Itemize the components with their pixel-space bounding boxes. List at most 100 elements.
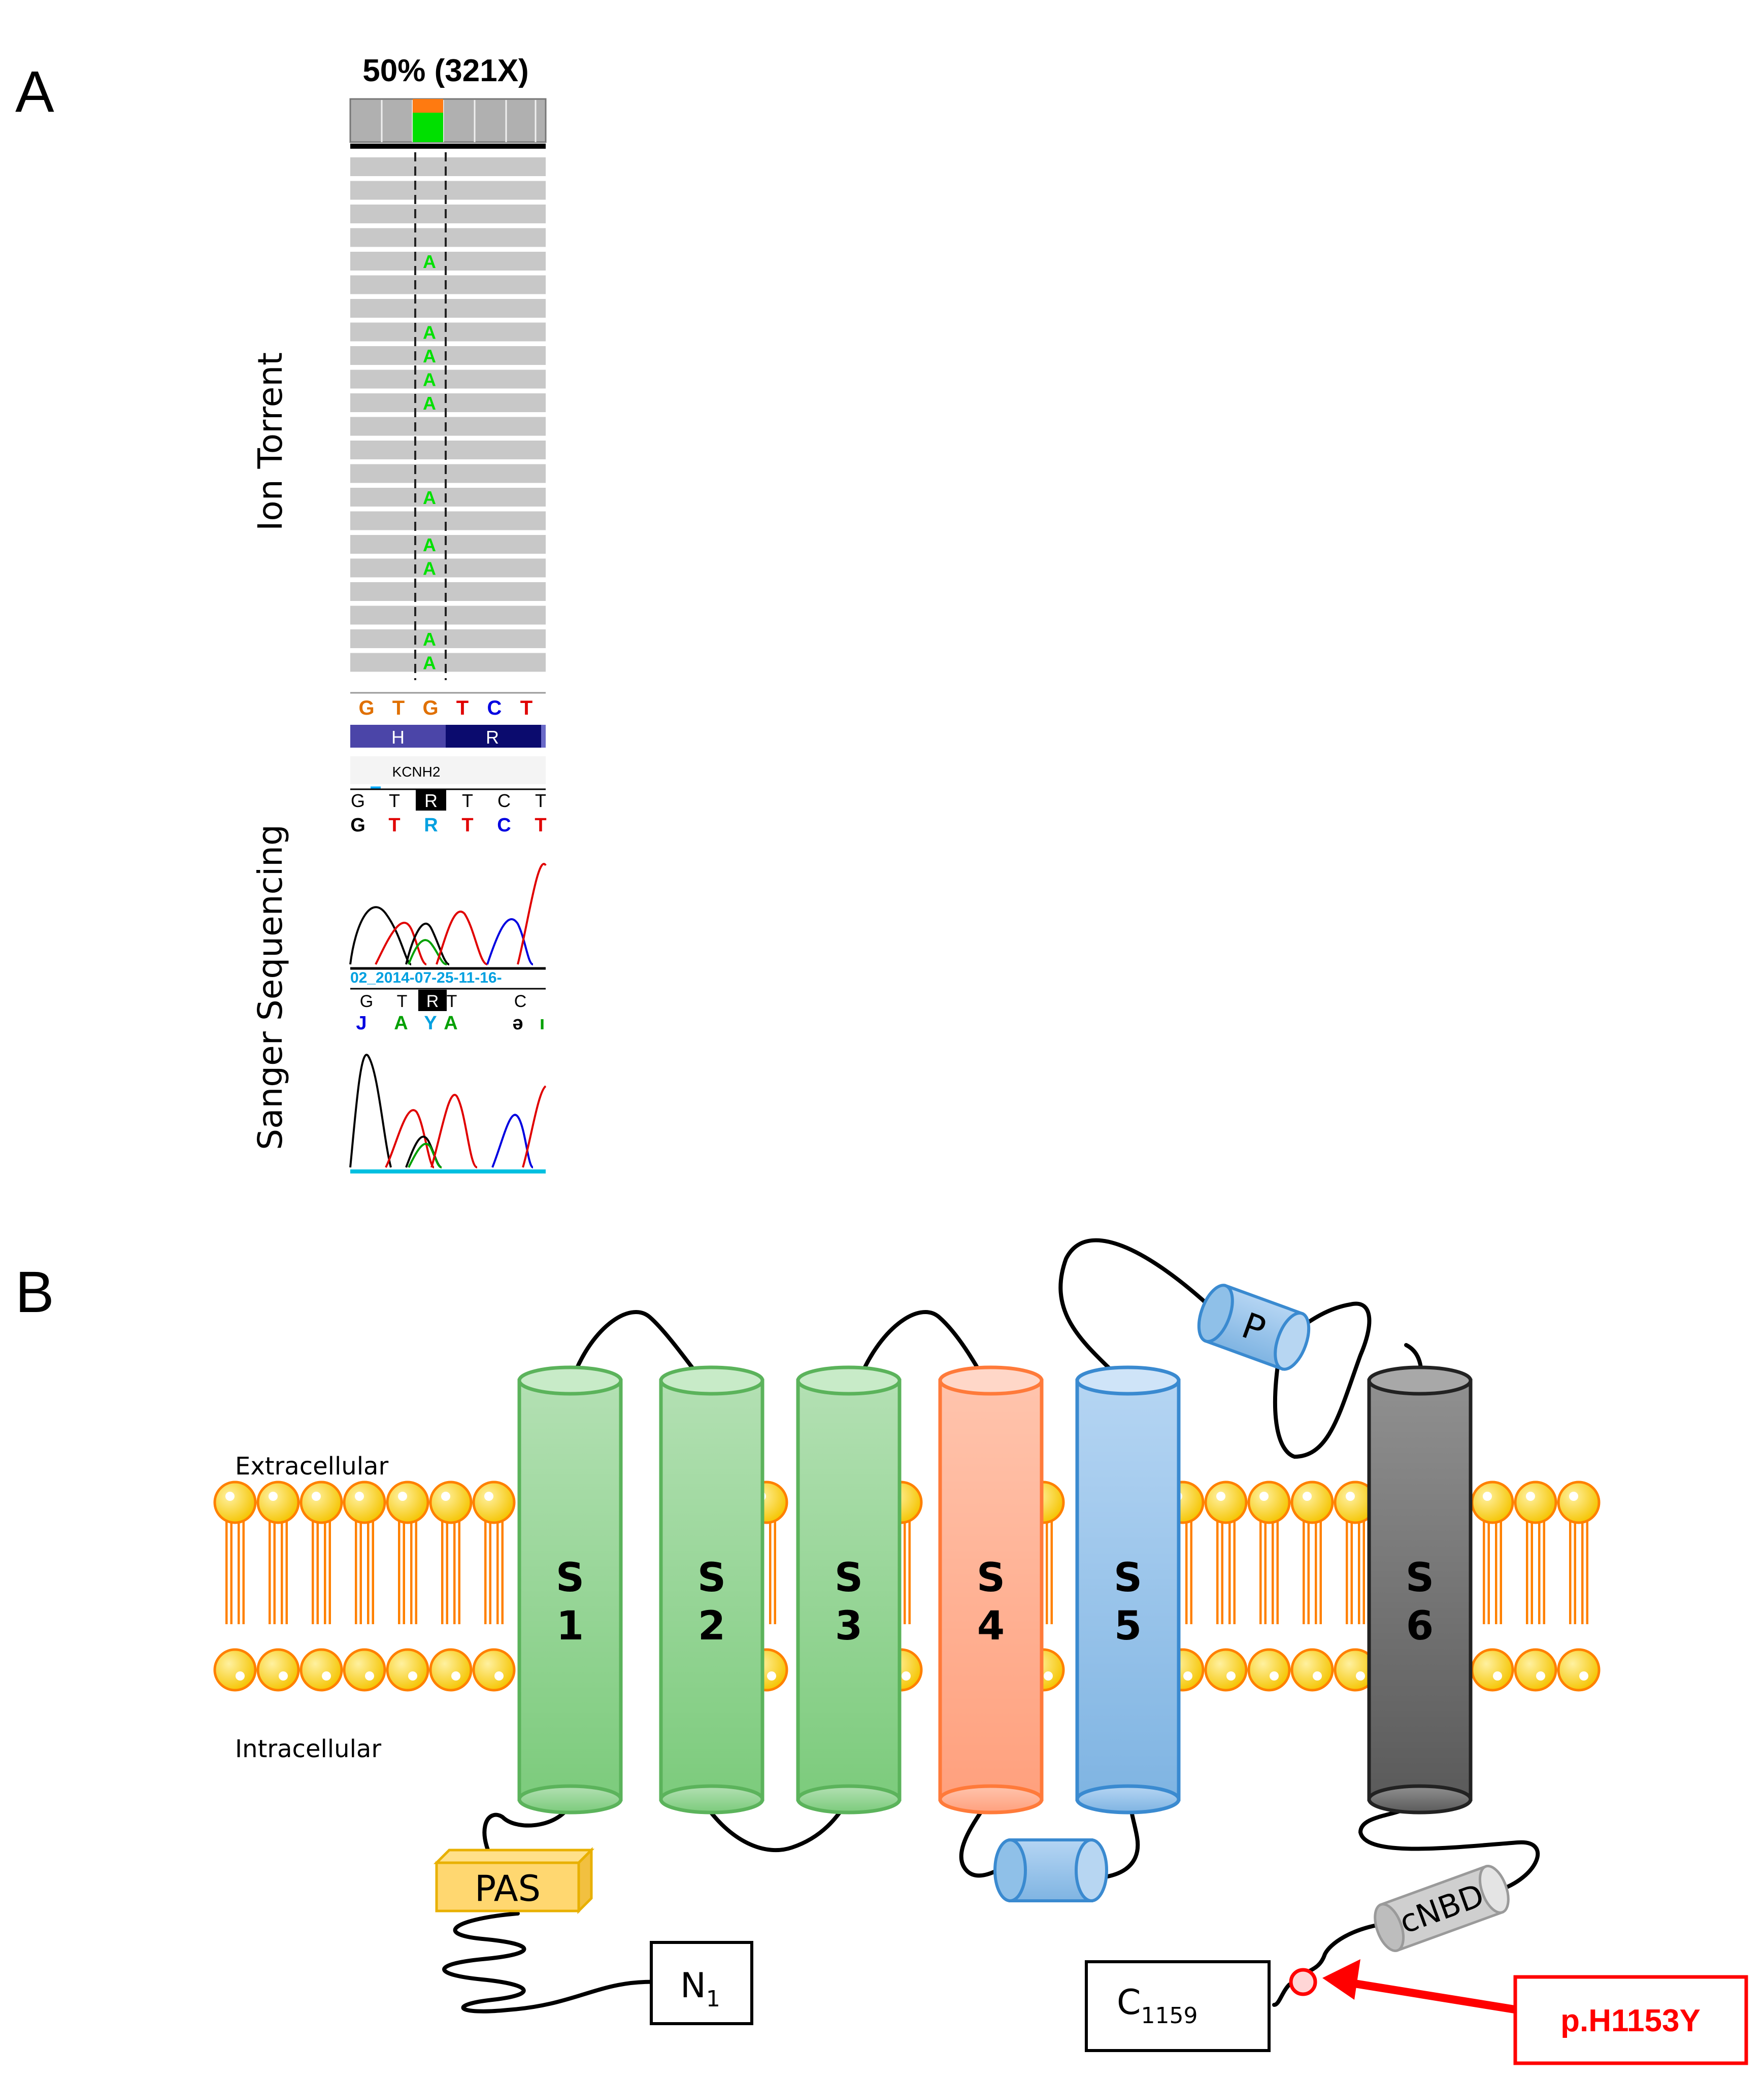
chromatogram-peak (436, 911, 488, 965)
read-row (350, 252, 546, 271)
ion-torrent-label: Ion Torrent (251, 352, 290, 531)
phospholipid (1204, 1481, 1248, 1692)
amino-acid-h: H (391, 727, 405, 748)
loop-s6-cnbd (1358, 1797, 1540, 1893)
chromatogram-peak (430, 1094, 478, 1168)
sanger1-base: T (535, 790, 546, 811)
sanger2-base: C (514, 992, 527, 1011)
chromatogram-peak (349, 1054, 392, 1168)
phospholipid (1471, 1481, 1514, 1692)
loops (442, 1238, 1540, 2013)
cnbd-domain: cNBD (1374, 1865, 1510, 1952)
loop-s5-p (1058, 1238, 1215, 1383)
sanger2-base: T (447, 992, 457, 1011)
read-row (350, 417, 546, 436)
sanger1-base: T (389, 790, 400, 811)
pas-domain: PAS (433, 1847, 595, 1915)
read-row (350, 464, 546, 483)
variant-allele-bar (413, 99, 443, 113)
variant-base-a: A (423, 251, 436, 272)
loop-p-s6 (1273, 1301, 1372, 1459)
gene-label: KCNH2 (392, 764, 441, 780)
reference-allele-bar (413, 113, 443, 142)
read-row (350, 558, 546, 578)
reference-base: T (392, 697, 405, 719)
read-row (350, 582, 546, 601)
pore-helix: P (1197, 1284, 1311, 1371)
sanger1-base: G (351, 790, 365, 811)
read-row (350, 488, 546, 507)
loop-s1-pas (482, 1797, 575, 1875)
coverage-label: 50% (321X) (362, 53, 528, 88)
read-row (350, 205, 546, 223)
reference-base: G (422, 697, 438, 719)
sanger1-call: R (424, 815, 438, 836)
phospholipid (213, 1481, 257, 1692)
intracellular-label: Intracellular (235, 1735, 381, 1763)
helix-s1: S1 (517, 1365, 623, 1815)
sanger2-call: A (394, 1013, 408, 1034)
helix-label-letter: S (835, 1555, 863, 1601)
sanger2-call: A (444, 1013, 457, 1034)
reference-base: T (456, 697, 469, 719)
sanger1-base: T (462, 790, 473, 811)
phospholipid (472, 1481, 516, 1692)
read-row (350, 511, 546, 530)
phospholipid (1334, 1481, 1377, 1692)
variant-base-a: A (423, 346, 436, 366)
chromatogram-peak (486, 918, 534, 965)
panel-b-label: B (15, 1260, 54, 1325)
mutation-arrow (1322, 1959, 1519, 2014)
read-row (350, 346, 546, 365)
helix-label-number: 5 (1114, 1603, 1142, 1649)
coverage-track (349, 98, 547, 149)
chromatogram-peak (375, 922, 427, 965)
reference-base: G (358, 697, 374, 719)
chromatogram-peak (405, 922, 450, 965)
chromatogram-peak (408, 939, 447, 965)
chromatogram-peak (349, 906, 412, 965)
chromatogram-peak (408, 1143, 442, 1168)
sanger2-file-label: 02_2014-07-25-11-16- (350, 969, 502, 986)
reference-base: C (487, 697, 502, 719)
read-row (350, 606, 546, 625)
helix-label-letter: S (556, 1555, 584, 1601)
variant-base-a: A (423, 629, 436, 650)
helix-s5: S5 (1075, 1365, 1181, 1815)
helix-label-number: 1 (556, 1603, 584, 1649)
helix-s2: S2 (659, 1365, 764, 1815)
phospholipid (343, 1481, 386, 1692)
sanger2-call: ı (540, 1013, 545, 1034)
helix-label-number: 2 (698, 1603, 725, 1649)
phospholipid (429, 1481, 473, 1692)
mutation-site-marker (1289, 1968, 1317, 1996)
pas-label: PAS (475, 1868, 541, 1909)
mutation-label: p.H1153Y (1560, 2003, 1701, 2038)
read-row (350, 181, 546, 200)
phospholipid (1247, 1481, 1291, 1692)
reference-base: T (520, 697, 532, 719)
sanger2-base: T (397, 992, 408, 1011)
phospholipid (386, 1481, 429, 1692)
chromatogram-peak (517, 863, 547, 965)
phospholipid (256, 1481, 300, 1692)
variant-base-a: A (423, 370, 436, 390)
phospholipid (1514, 1481, 1557, 1692)
read-row (350, 629, 546, 648)
variant-base-a: A (423, 534, 436, 555)
sanger1-base: R (424, 790, 438, 811)
helix-label-number: 3 (835, 1603, 862, 1649)
read-row (350, 393, 546, 412)
sanger2-call: ə (512, 1013, 523, 1034)
sanger1-call: C (497, 815, 511, 836)
read-row (350, 322, 546, 342)
helix-s4: S4 (938, 1365, 1044, 1815)
sanger-sequencing-label: Sanger Sequencing (251, 824, 290, 1150)
helix-label-letter: S (1114, 1555, 1142, 1601)
chromatogram-peak (385, 1109, 435, 1168)
